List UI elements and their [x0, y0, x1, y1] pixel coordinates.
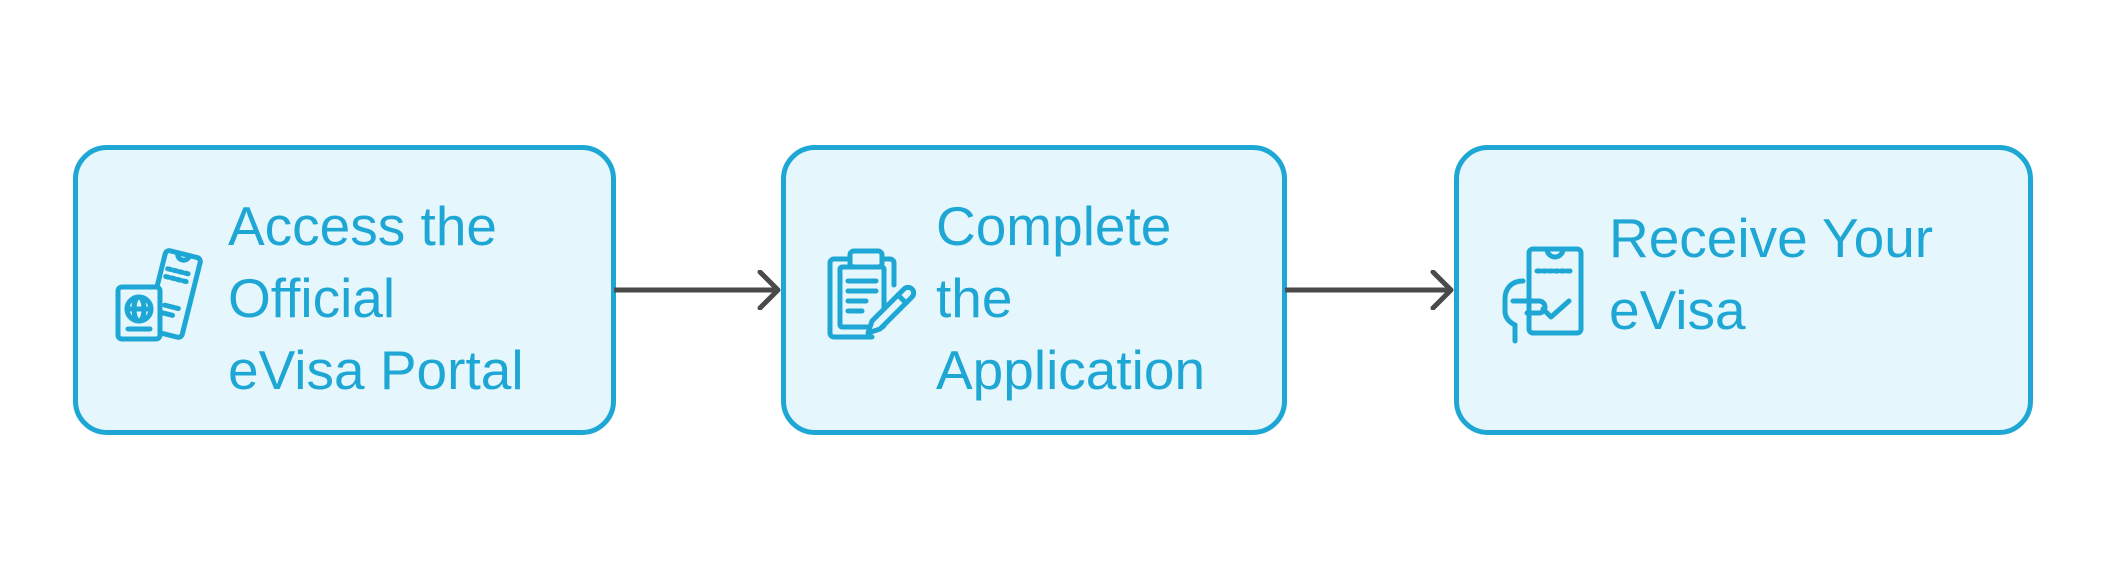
clipboard-pencil-icon: [827, 248, 917, 340]
step-label: Access the Official eVisa Portal: [228, 195, 524, 401]
step-receive-evisa: Receive Your eVisa: [1454, 145, 2033, 435]
step-complete-application: Complete the Application: [781, 145, 1287, 435]
step-access-portal: Access the Official eVisa Portal: [73, 145, 616, 435]
hand-ticket-icon: [1502, 246, 1584, 344]
step-label: Receive Your eVisa: [1609, 207, 1934, 341]
step-label: Complete the Application: [936, 195, 1206, 401]
passport-ticket-icon: [115, 248, 203, 342]
connector-arrow: [1285, 270, 1454, 310]
connector-arrow: [614, 270, 781, 310]
